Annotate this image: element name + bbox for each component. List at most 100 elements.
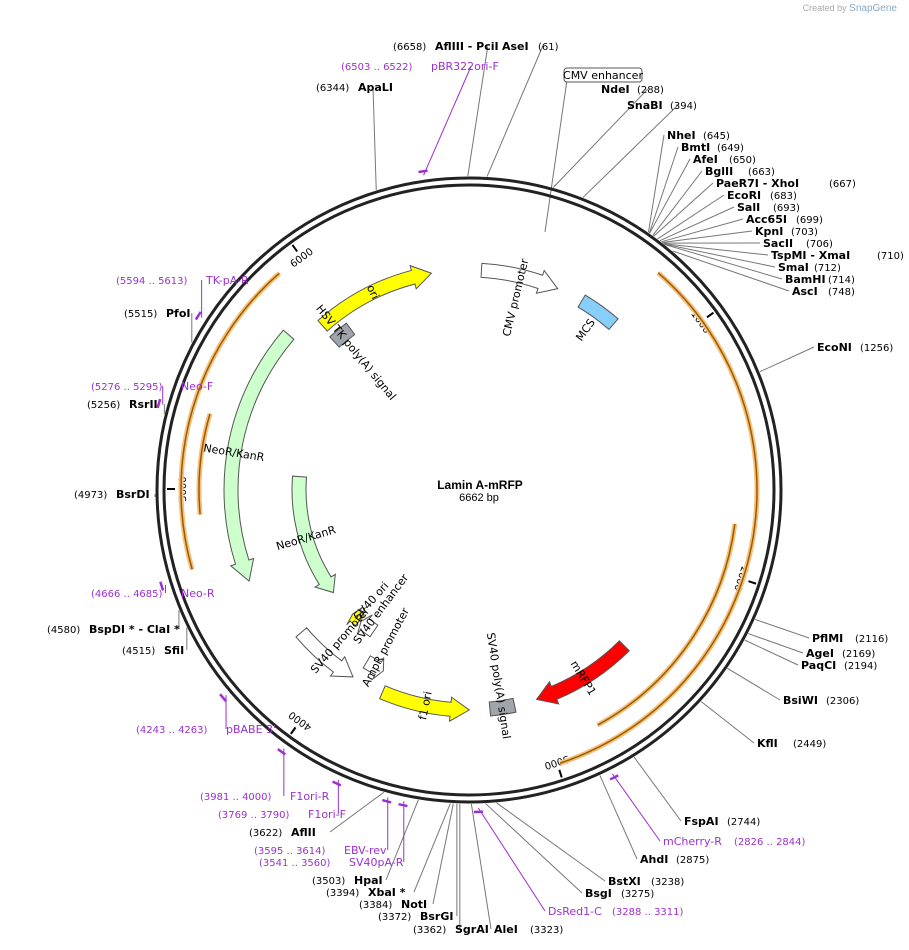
primer-mark [194, 311, 202, 321]
cutter-name: KpnI [755, 225, 783, 238]
primer-position: (3769 .. 3790) [218, 810, 290, 821]
cutter-name: TspMI - XmaI [771, 249, 850, 262]
primer-mark [277, 748, 286, 756]
cutter-leader [552, 88, 649, 188]
primer-name: SV40pA-R [349, 856, 404, 869]
cutter-leader [748, 633, 804, 654]
cutter-position: (6658) [393, 42, 426, 53]
cutter-name: BsrGI [420, 910, 453, 923]
feature-hsv-tk-poly-a-signal [329, 322, 356, 348]
cutter-name: PfoI [166, 307, 191, 320]
cutter-position: (3323) [530, 925, 563, 936]
features [156, 169, 630, 814]
cutter-leader [372, 86, 377, 191]
cutter-name: NdeI [601, 83, 630, 96]
cutter-name: NheI [667, 129, 696, 142]
cutter-leader [662, 230, 753, 244]
cutter-leader [649, 158, 691, 234]
cutter-position: (2306) [826, 696, 859, 707]
cutter-position: (2116) [855, 634, 888, 645]
cutter-name: AflII [291, 826, 316, 839]
cutter-name: SnaBI [627, 99, 663, 112]
cutter-position: (2169) [842, 649, 875, 660]
primer-name: F1ori-F [308, 808, 346, 821]
cutter-leader [470, 803, 492, 930]
cutter-leader [385, 799, 419, 881]
cutter-name: AgeI [806, 647, 834, 660]
cutter-leader [496, 802, 606, 882]
cutter-name: HpaI [354, 874, 383, 887]
cutter-leader [652, 170, 703, 236]
cutter-position: (693) [773, 203, 800, 214]
primer-position: (3541 .. 3560) [259, 858, 331, 869]
cutter-leader [467, 45, 489, 177]
orf-arc [198, 413, 211, 515]
primer-name: DsRed1-C [548, 905, 602, 918]
backbone-outer [155, 176, 783, 804]
primer-leader [611, 773, 661, 842]
tick-label: 4000 [287, 709, 314, 733]
cutter-position: (4973) [74, 490, 107, 501]
primer-mark [398, 802, 408, 808]
cutter-leader [647, 134, 665, 233]
cutter-leader [759, 346, 815, 373]
primer-position: (4243 .. 4263) [136, 725, 208, 736]
primer-position: (3595 .. 3614) [254, 846, 326, 857]
cutter-name: BglII [705, 165, 733, 178]
cutter-leader [700, 701, 755, 744]
cutter-position: (288) [637, 85, 664, 96]
cutter-position: (683) [770, 191, 797, 202]
cutter-name: AscI [792, 285, 818, 298]
cutter-name: SacII [763, 237, 793, 250]
cutter-leader [486, 45, 544, 177]
cutter-name: BspDI * - ClaI * [89, 623, 180, 636]
plasmid-length: 6662 bp [459, 492, 499, 504]
cutter-name: ApaLI [358, 81, 393, 94]
feature-ori [317, 264, 433, 332]
cutter-name: AflIII - PciI [435, 40, 499, 53]
cutter-position: (1256) [860, 343, 893, 354]
feature-mrfp1 [535, 640, 630, 705]
cutter-name: KflI [757, 737, 778, 750]
cutter-position: (3622) [249, 828, 282, 839]
orf-arc [559, 272, 758, 764]
cutter-name: EcoRI [727, 189, 761, 202]
cutter-leader [653, 182, 714, 237]
cutter-leader [582, 104, 679, 198]
cutter-name: BstXI [608, 875, 641, 888]
tick-mark [290, 726, 297, 735]
misc-feature-box [563, 67, 643, 83]
feature-neor-kanr [223, 329, 295, 583]
cutter-position: (2194) [844, 661, 877, 672]
feature-label: HSV TK poly(A) signal [313, 302, 399, 402]
feature-sv40-poly-a-signal [488, 697, 517, 717]
cutter-position: (650) [729, 155, 756, 166]
leader-lines [154, 45, 815, 930]
cutter-name: AleI [494, 923, 518, 936]
cutter-leader [599, 775, 638, 860]
cutter-leader [754, 618, 810, 639]
primer-position: (5594 .. 5613) [116, 276, 188, 287]
cutter-name: Acc65I [746, 213, 787, 226]
cutter-name: BamHI [785, 273, 826, 286]
cutter-position: (4580) [47, 625, 80, 636]
cutter-position: (712) [814, 263, 841, 274]
cutter-position: (3384) [359, 900, 392, 911]
feature-ampr-promoter [362, 655, 385, 680]
cutter-position: (748) [828, 287, 855, 298]
tick-label: 5000 [178, 476, 189, 501]
cutter-leader [485, 803, 583, 894]
primer-name: pBABE 3' [226, 723, 276, 736]
cutter-leader [413, 803, 451, 893]
cutter-name: SgrAI [455, 923, 489, 936]
cutter-leader [432, 803, 454, 905]
cutter-position: (706) [806, 239, 833, 250]
cutter-position: (3275) [621, 889, 654, 900]
cutter-name: SmaI [778, 261, 809, 274]
cutter-name: AhdI [640, 853, 668, 866]
cutter-position: (2875) [676, 855, 709, 866]
cutter-name: FspAI [684, 815, 719, 828]
cutter-name: RsrII [129, 398, 158, 411]
cutter-position: (6344) [316, 83, 349, 94]
